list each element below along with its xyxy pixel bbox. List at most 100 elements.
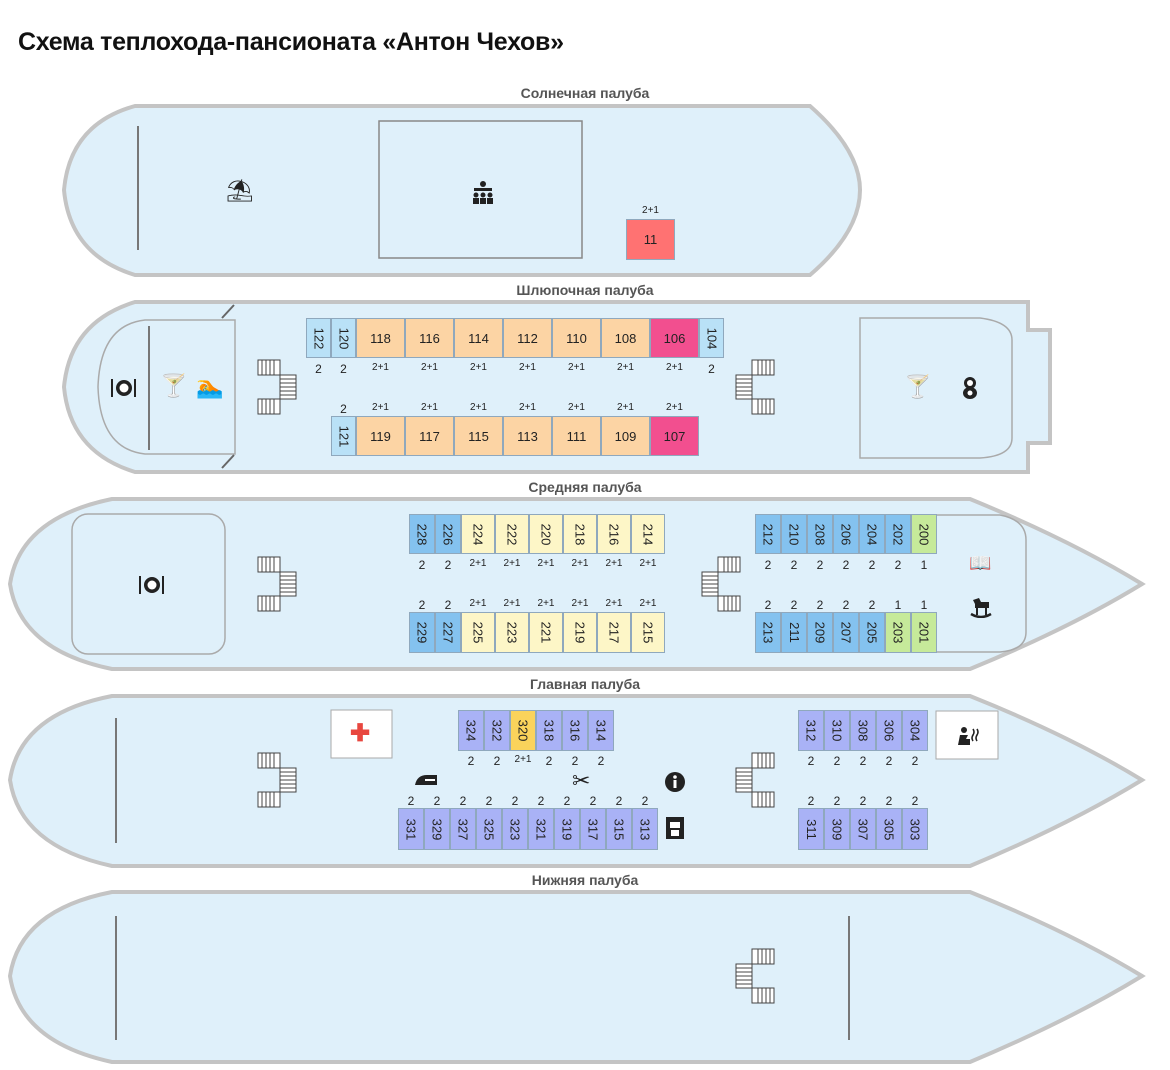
cabin-307[interactable]: 307 <box>850 808 876 850</box>
cabin-315[interactable]: 315 <box>606 808 632 850</box>
cabin-319[interactable]: 319 <box>554 808 580 850</box>
cabin-113[interactable]: 113 <box>503 416 552 456</box>
cabin-324[interactable]: 324 <box>458 710 484 751</box>
cabin-203[interactable]: 203 <box>885 612 911 653</box>
cabin-120[interactable]: 120 <box>331 318 356 358</box>
cabin-121[interactable]: 121 <box>331 416 356 456</box>
cabin-313[interactable]: 313 <box>632 808 658 850</box>
cabin-number: 211 <box>786 622 802 643</box>
cabin-304[interactable]: 304 <box>902 710 928 751</box>
cabin-306[interactable]: 306 <box>876 710 902 751</box>
cabin-capacity: 2 <box>868 598 876 612</box>
cabin-217[interactable]: 217 <box>597 612 631 653</box>
cabin-225[interactable]: 225 <box>461 612 495 653</box>
cabin-303[interactable]: 303 <box>902 808 928 850</box>
cabin-106[interactable]: 106 <box>650 318 699 358</box>
cabin-207[interactable]: 207 <box>833 612 859 653</box>
cabin-capacity: 2 <box>418 598 426 612</box>
cabin-201[interactable]: 201 <box>911 612 937 653</box>
medical-icon: ✚ <box>350 720 371 747</box>
hull-sun-deck <box>61 104 863 277</box>
cabin-107[interactable]: 107 <box>650 416 699 456</box>
cabin-229[interactable]: 229 <box>409 612 435 653</box>
cabin-211[interactable]: 211 <box>781 612 807 653</box>
cabin-215[interactable]: 215 <box>631 612 665 653</box>
cabin-323[interactable]: 323 <box>502 808 528 850</box>
cabin-number: 111 <box>566 428 587 444</box>
cabin-228[interactable]: 228 <box>409 514 435 554</box>
cabin-116[interactable]: 116 <box>405 318 454 358</box>
cabin-222[interactable]: 222 <box>495 514 529 554</box>
cabin-316[interactable]: 316 <box>562 710 588 751</box>
cabin-112[interactable]: 112 <box>503 318 552 358</box>
cabin-321[interactable]: 321 <box>528 808 554 850</box>
cabin-329[interactable]: 329 <box>424 808 450 850</box>
cabin-221[interactable]: 221 <box>529 612 563 653</box>
cabin-capacity: 2 <box>833 754 841 768</box>
cabin-317[interactable]: 317 <box>580 808 606 850</box>
cabin-118[interactable]: 118 <box>356 318 405 358</box>
cabin-200[interactable]: 200 <box>911 514 937 554</box>
cabin-capacity: 2 <box>511 794 519 808</box>
cabin-number: 310 <box>829 719 845 742</box>
cabin-310[interactable]: 310 <box>824 710 850 751</box>
cabin-capacity: 2+1 <box>470 362 487 373</box>
cabin-number: 307 <box>855 818 871 840</box>
cabin-216[interactable]: 216 <box>597 514 631 554</box>
cabin-109[interactable]: 109 <box>601 416 650 456</box>
cabin-327[interactable]: 327 <box>450 808 476 850</box>
cabin-305[interactable]: 305 <box>876 808 902 850</box>
cabin-114[interactable]: 114 <box>454 318 503 358</box>
cabin-number: 209 <box>812 621 828 644</box>
cabin-322[interactable]: 322 <box>484 710 510 751</box>
cabin-212[interactable]: 212 <box>755 514 781 554</box>
cabin-110[interactable]: 110 <box>552 318 601 358</box>
cabin-115[interactable]: 115 <box>454 416 503 456</box>
cabin-capacity: 2+1 <box>605 558 623 569</box>
cabin-208[interactable]: 208 <box>807 514 833 554</box>
cabin-117[interactable]: 117 <box>405 416 454 456</box>
cabin-311[interactable]: 311 <box>798 808 824 850</box>
deck-label-main: Главная палуба <box>530 676 640 692</box>
cabin-325[interactable]: 325 <box>476 808 502 850</box>
deck-label-middle: Средняя палуба <box>528 479 642 495</box>
cabin-318[interactable]: 318 <box>536 710 562 751</box>
cabin-number: 109 <box>614 428 637 444</box>
cabin-210[interactable]: 210 <box>781 514 807 554</box>
cabin-11[interactable]: 11 <box>626 219 675 260</box>
cabin-206[interactable]: 206 <box>833 514 859 554</box>
cabin-309[interactable]: 309 <box>824 808 850 850</box>
cabin-320[interactable]: 320 <box>510 710 536 751</box>
cabin-226[interactable]: 226 <box>435 514 461 554</box>
cabin-number: 306 <box>881 719 897 742</box>
cabin-number: 219 <box>572 621 588 644</box>
cabin-308[interactable]: 308 <box>850 710 876 751</box>
cabin-314[interactable]: 314 <box>588 710 614 751</box>
cabin-number: 112 <box>517 330 538 346</box>
cabin-209[interactable]: 209 <box>807 612 833 653</box>
cabin-204[interactable]: 204 <box>859 514 885 554</box>
cabin-331[interactable]: 331 <box>398 808 424 850</box>
cabin-213[interactable]: 213 <box>755 612 781 653</box>
cabin-number: 220 <box>538 523 554 545</box>
cabin-227[interactable]: 227 <box>435 612 461 653</box>
cabin-capacity: 2+1 <box>639 598 657 609</box>
cabin-111[interactable]: 111 <box>552 416 601 456</box>
cabin-214[interactable]: 214 <box>631 514 665 554</box>
cabin-205[interactable]: 205 <box>859 612 885 653</box>
cabin-capacity: 2+1 <box>642 205 659 216</box>
cabin-number: 213 <box>760 621 776 644</box>
cabin-219[interactable]: 219 <box>563 612 597 653</box>
cabin-312[interactable]: 312 <box>798 710 824 751</box>
cabin-119[interactable]: 119 <box>356 416 405 456</box>
cabin-224[interactable]: 224 <box>461 514 495 554</box>
cabin-218[interactable]: 218 <box>563 514 597 554</box>
cabin-108[interactable]: 108 <box>601 318 650 358</box>
cabin-220[interactable]: 220 <box>529 514 563 554</box>
cabin-223[interactable]: 223 <box>495 612 529 653</box>
cabin-202[interactable]: 202 <box>885 514 911 554</box>
cabin-122[interactable]: 122 <box>306 318 331 358</box>
cabin-number: 212 <box>760 523 776 545</box>
cabin-capacity: 2 <box>315 362 322 376</box>
cabin-104[interactable]: 104 <box>699 318 724 358</box>
